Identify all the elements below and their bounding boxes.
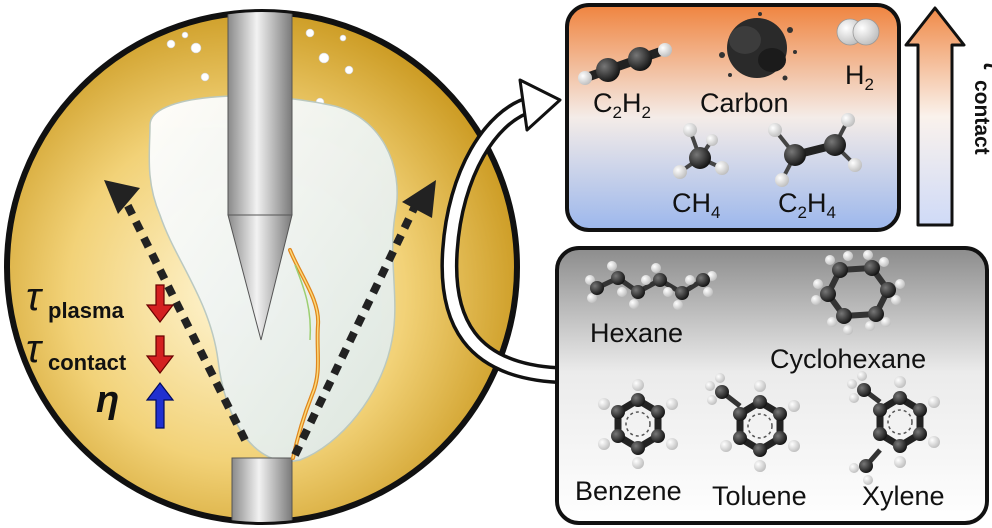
reactor-parameters: τ plasma τ contact η bbox=[26, 275, 175, 429]
hexane-label: Hexane bbox=[590, 318, 683, 348]
connector-arrow bbox=[440, 78, 562, 385]
eta-up-arrow bbox=[145, 382, 175, 429]
flow-arrow-right bbox=[291, 180, 436, 457]
cyclohexane-label: Cyclohexane bbox=[770, 344, 926, 374]
tau-contact-symbol: τ bbox=[26, 327, 44, 371]
tau-contact-subscript: contact bbox=[48, 350, 127, 375]
c2h2-molecule bbox=[578, 43, 672, 85]
bottom-electrode bbox=[231, 457, 293, 522]
reactor-view: τ plasma τ contact η bbox=[4, 9, 520, 525]
benzene-molecule bbox=[598, 379, 678, 469]
hexane-molecule bbox=[585, 261, 717, 310]
c2h4-molecule bbox=[768, 113, 862, 187]
ch4-molecule bbox=[673, 123, 729, 179]
xylene-molecule bbox=[847, 371, 940, 485]
h2-molecule bbox=[836, 18, 880, 46]
c2h4-label: C2H4 bbox=[778, 188, 836, 222]
h2-label: H2 bbox=[845, 60, 874, 94]
carbon-label: Carbon bbox=[700, 88, 789, 118]
toluene-label: Toluene bbox=[712, 481, 807, 511]
xylene-label: Xylene bbox=[862, 481, 945, 511]
tau-axis-symbol: τ bbox=[976, 60, 992, 75]
products-panel: C2H2 Carbon H2 bbox=[565, 3, 901, 232]
toluene-molecule bbox=[705, 373, 800, 472]
benzene-label: Benzene bbox=[575, 476, 682, 506]
tau-contact-down-arrow bbox=[145, 335, 175, 374]
cyclohexane-molecule bbox=[811, 250, 905, 335]
needle-electrode bbox=[227, 12, 293, 341]
tau-plasma-subscript: plasma bbox=[48, 298, 125, 323]
tau-plasma-symbol: τ bbox=[26, 275, 44, 319]
flow-arrow-left bbox=[104, 180, 249, 442]
c2h2-label: C2H2 bbox=[593, 88, 651, 122]
ch4-label: CH4 bbox=[672, 188, 720, 222]
eta-symbol: η bbox=[96, 379, 119, 421]
tau-contact-axis: τ contact bbox=[904, 6, 992, 227]
tau-axis-subscript: contact bbox=[970, 80, 992, 155]
tau-plasma-down-arrow bbox=[145, 284, 175, 323]
feedstocks-panel: Hexane Cyclohexane bbox=[555, 246, 989, 525]
carbon-particles bbox=[719, 12, 797, 81]
